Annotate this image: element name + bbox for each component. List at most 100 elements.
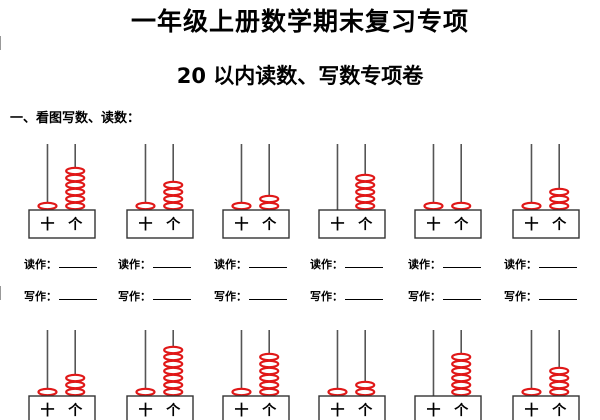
ones-bead [259, 387, 280, 397]
worksheet-title: 一年级上册数学期末复习专项 [130, 7, 469, 36]
ones-bead [355, 387, 376, 397]
abacus-base [414, 395, 482, 420]
ones-bead [163, 201, 184, 211]
ones-bead [355, 187, 376, 197]
ones-bead [355, 201, 376, 211]
ones-bead [163, 380, 184, 390]
worksheet-subtitle: 20 以内读数、写数专项卷 [176, 64, 424, 88]
tens-label: 十 [426, 402, 440, 419]
abacus-1-3: 十个 [222, 144, 290, 239]
ones-bead [163, 187, 184, 197]
ones-bead [259, 366, 280, 376]
ones-label: 个 [67, 216, 83, 233]
ones-bead [259, 201, 280, 211]
abacus-base [318, 395, 386, 420]
tens-label: 十 [138, 402, 152, 419]
ones-bead [259, 359, 280, 369]
read-row-label: 读作： [504, 258, 537, 271]
ones-bead [259, 194, 280, 204]
tens-bead [135, 201, 156, 211]
ones-bead [163, 352, 184, 362]
ones-bead [65, 373, 86, 383]
ones-label: 个 [357, 216, 373, 233]
abacus-base [222, 209, 290, 239]
abacus-1-2: 十个 [126, 144, 194, 239]
answer-blank[interactable] [249, 257, 287, 268]
ones-bead [163, 359, 184, 369]
write-row-label: 写作： [24, 290, 57, 303]
abacus-base [126, 209, 194, 239]
tens-bead [135, 387, 156, 397]
ones-label: 个 [453, 216, 469, 233]
abacus-base [28, 209, 96, 239]
abacus-2-3: 十个 [222, 330, 290, 420]
ones-bead [163, 366, 184, 376]
answer-blank[interactable] [59, 289, 97, 300]
answer-blank[interactable] [539, 257, 577, 268]
answer-blank[interactable] [153, 289, 191, 300]
tens-label: 十 [524, 216, 538, 233]
tens-bead [231, 201, 252, 211]
ones-bead [451, 373, 472, 383]
answer-blank[interactable] [345, 257, 383, 268]
ones-bead [451, 359, 472, 369]
abacus-base [512, 395, 580, 420]
margin-mark [0, 36, 5, 50]
answer-blank[interactable] [443, 257, 481, 268]
read-row-label: 读作： [310, 258, 343, 271]
read-row-label: 读作： [24, 258, 57, 271]
ones-bead [259, 352, 280, 362]
tens-bead [521, 387, 542, 397]
ones-label: 个 [551, 216, 567, 233]
tens-bead [37, 387, 58, 397]
tens-bead [327, 387, 348, 397]
ones-bead [549, 387, 570, 397]
abacus-1-6: 十个 [512, 144, 580, 239]
ones-bead [549, 366, 570, 376]
read-row-4: 读作： [310, 256, 383, 272]
abacus-base [222, 395, 290, 420]
ones-bead [451, 380, 472, 390]
ones-bead [549, 187, 570, 197]
abacus-2-2: 十个 [126, 330, 194, 420]
answer-blank[interactable] [443, 289, 481, 300]
abacus-base [318, 209, 386, 239]
ones-bead [355, 194, 376, 204]
answer-blank[interactable] [539, 289, 577, 300]
write-row-label: 写作： [214, 290, 247, 303]
write-row-3: 写作： [214, 288, 287, 304]
ones-bead [65, 194, 86, 204]
ones-bead [163, 194, 184, 204]
answer-blank[interactable] [153, 257, 191, 268]
abacus-1-5: 十个 [414, 144, 482, 239]
write-row-2: 写作： [118, 288, 191, 304]
abacus-2-4: 十个 [318, 330, 386, 420]
answer-blank[interactable] [59, 257, 97, 268]
ones-label: 个 [453, 402, 469, 419]
answer-blank[interactable] [345, 289, 383, 300]
abacus-base [28, 395, 96, 420]
tens-bead [231, 387, 252, 397]
ones-bead [549, 201, 570, 211]
ones-bead [65, 173, 86, 183]
write-row-label: 写作： [504, 290, 537, 303]
write-row-label: 写作： [118, 290, 151, 303]
abacus-1-1: 十个 [28, 144, 96, 239]
ones-bead [549, 373, 570, 383]
ones-bead [549, 194, 570, 204]
tens-bead [521, 201, 542, 211]
ones-bead [163, 373, 184, 383]
tens-label: 十 [40, 216, 54, 233]
ones-bead [355, 380, 376, 390]
ones-bead [259, 373, 280, 383]
answer-blank[interactable] [249, 289, 287, 300]
tens-label: 十 [40, 402, 54, 419]
ones-bead [451, 352, 472, 362]
abacus-base [512, 209, 580, 239]
ones-bead [163, 345, 184, 355]
read-row-label: 读作： [118, 258, 151, 271]
ones-bead [163, 180, 184, 190]
ones-label: 个 [165, 402, 181, 419]
ones-bead [65, 387, 86, 397]
ones-label: 个 [551, 402, 567, 419]
